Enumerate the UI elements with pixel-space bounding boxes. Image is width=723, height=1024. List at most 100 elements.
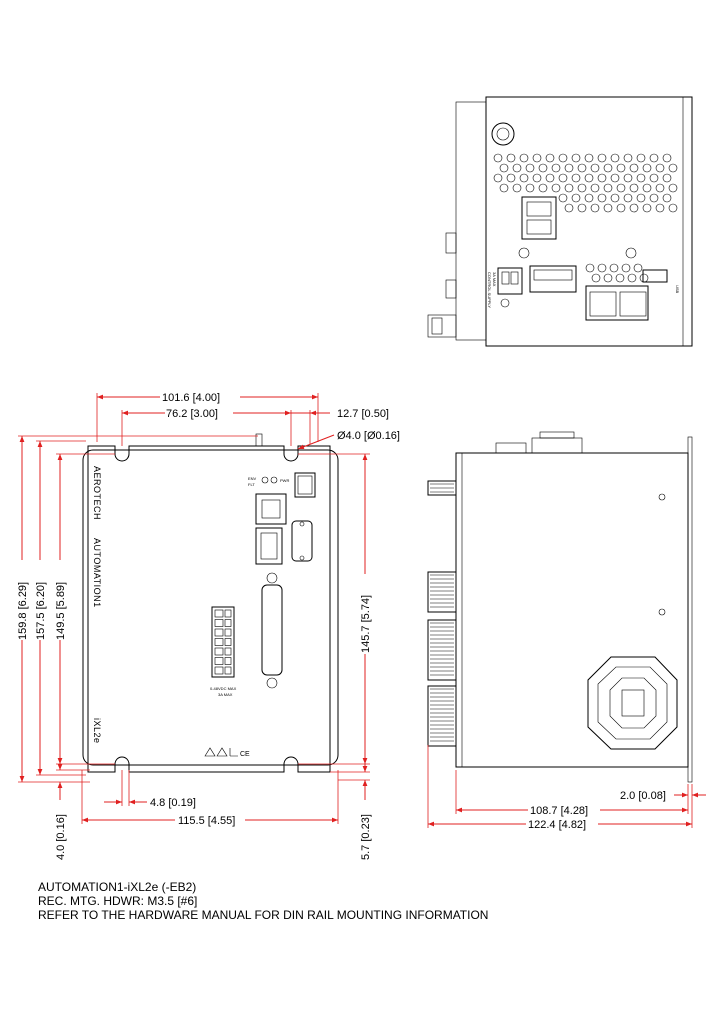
vent-hole [609, 263, 619, 273]
vent-hole [499, 183, 509, 193]
vent-hole [577, 203, 587, 213]
vent-hole [642, 203, 652, 213]
vent-hole [571, 173, 581, 183]
vent-hole [668, 183, 678, 193]
side-flange [687, 436, 693, 783]
terminal-pin [214, 647, 224, 656]
automation1-brand: AUTOMATION1 [92, 538, 102, 608]
db9-connector [291, 520, 313, 562]
top-view: USB CONTROL SUPPLY 3A MAX [427, 96, 693, 347]
pwr-led-label: PWR [280, 478, 289, 483]
usb-label: USB [675, 285, 680, 294]
vent-hole [564, 203, 574, 213]
dim-hole-diameter: Ø4.0 [Ø0.16] [337, 430, 400, 442]
vent-hole [633, 263, 643, 273]
vent-hole [584, 193, 594, 203]
vent-hole [642, 163, 652, 173]
dim-flange: 2.0 [0.08] [620, 790, 666, 802]
motor-terminal-block [211, 606, 235, 678]
plug-connector [427, 571, 457, 613]
control-supply-connector [497, 267, 523, 295]
ethernet-ports [585, 285, 649, 321]
feedback-db25-connector [261, 584, 283, 676]
vent-hole [564, 183, 574, 193]
terminal-pin [214, 666, 224, 675]
ethernet-port-bottom [255, 527, 283, 565]
vent-hole [616, 183, 626, 193]
vent-hole [636, 173, 646, 183]
vent-hole [525, 163, 535, 173]
vent-hole [532, 173, 542, 183]
vent-hole [545, 173, 555, 183]
vent-hole [493, 153, 503, 163]
vent-hole [538, 183, 548, 193]
env-led-label: ENV [248, 476, 257, 481]
vent-hole [519, 153, 529, 163]
vent-hole [623, 193, 633, 203]
vent-hole [558, 153, 568, 163]
vent-hole [615, 273, 625, 283]
terminal-screw [224, 657, 232, 665]
vent-hole [493, 173, 503, 183]
vent-hole [538, 163, 548, 173]
side-view [427, 431, 693, 783]
dim-side-overall: 122.4 [4.82] [528, 819, 586, 831]
vent-hole [623, 153, 633, 163]
vent-hole [519, 173, 529, 183]
vent-hole [545, 153, 555, 163]
terminal-screw [224, 666, 232, 675]
vent-hole [585, 263, 595, 273]
fan-guard-icon [587, 656, 678, 750]
vent-hole [590, 183, 600, 193]
note-din-rail: REFER TO THE HARDWARE MANUAL FOR DIN RAI… [38, 908, 489, 922]
vent-hole [649, 173, 659, 183]
vent-hole [649, 193, 659, 203]
plug-connector [427, 480, 457, 496]
vent-hole [668, 163, 678, 173]
vent-hole [610, 193, 620, 203]
vent-hole [499, 163, 509, 173]
vent-hole [603, 163, 613, 173]
vent-hole [590, 163, 600, 173]
top-view-heatsink [455, 101, 487, 341]
vent-hole [564, 163, 574, 173]
vent-holes [493, 153, 678, 283]
vent-hole [621, 263, 631, 273]
dim-width-overall: 101.6 [4.00] [162, 392, 220, 404]
voltage-rating: 0-48VDC MAX [210, 686, 237, 691]
vent-hole [616, 203, 626, 213]
vent-hole [597, 153, 607, 163]
vent-hole [610, 173, 620, 183]
terminal-pin [214, 609, 224, 618]
vent-hole [662, 173, 672, 183]
vent-hole [506, 173, 516, 183]
dim-hole-offset: 12.7 [0.50] [337, 408, 389, 420]
dim-hole-spacing: 76.2 [3.00] [166, 408, 218, 420]
usb-double-port [521, 196, 557, 240]
vent-hole [551, 163, 561, 173]
vent-hole [532, 153, 542, 163]
vent-hole [629, 163, 639, 173]
vent-hole [577, 163, 587, 173]
vent-hole [603, 273, 613, 283]
dim-slot-width: 4.8 [0.19] [150, 797, 196, 809]
vent-hole [655, 183, 665, 193]
drawing-notes: AUTOMATION1-iXL2e (-EB2) REC. MTG. HDWR:… [38, 880, 488, 922]
vent-hole [591, 273, 601, 283]
front-body [82, 449, 339, 766]
vent-hole [584, 173, 594, 183]
usb-port-icon [642, 269, 668, 283]
plug-connector [427, 685, 457, 747]
dim-bottom-offset: 5.7 [0.23] [360, 814, 372, 860]
dim-hole-vertical: 145.7 [5.74] [360, 595, 372, 653]
control-supply-amps-label: 3A MAX [492, 272, 497, 287]
mounting-plate [87, 445, 331, 773]
front-view: AEROTECH AUTOMATION1 iXL2e ENV FLT PWR 0… [82, 433, 339, 773]
ground-icon [229, 748, 238, 757]
vent-hole [558, 193, 568, 203]
vent-hole [597, 173, 607, 183]
vent-hole [558, 173, 568, 183]
vent-hole [627, 273, 637, 283]
vent-hole [506, 153, 516, 163]
